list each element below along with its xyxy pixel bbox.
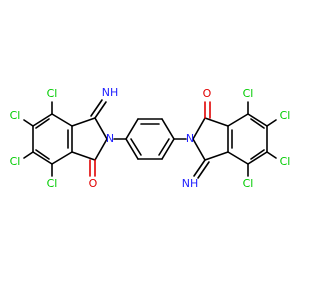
bond: [130, 138, 142, 156]
bond: [192, 117, 206, 140]
bond: [197, 161, 210, 179]
left-cl-bottom: Cl: [47, 177, 58, 190]
left-benzene-ring: [32, 113, 73, 165]
left-cl-top: Cl: [47, 87, 58, 100]
bond: [94, 101, 107, 119]
bond: [23, 119, 34, 127]
bond: [51, 113, 73, 127]
bond: [94, 138, 108, 161]
right-chlorine-bonds: [247, 101, 277, 177]
right-imine-nh: NH: [182, 177, 199, 190]
bond: [94, 117, 108, 140]
bond: [227, 113, 249, 127]
right-imide-ring: [192, 101, 229, 179]
bond: [247, 151, 268, 165]
right-benzene-ring: [227, 113, 268, 165]
central-benzene-ring: [125, 118, 175, 160]
right-atom-labels: Cl Cl Cl Cl NH N O: [182, 87, 291, 190]
right-cl-upper-right: Cl: [280, 109, 291, 122]
left-carbonyl-o: O: [89, 177, 98, 190]
right-carbonyl-o: O: [203, 87, 212, 100]
bond: [161, 138, 175, 160]
bond: [23, 151, 34, 159]
bond: [204, 117, 229, 127]
bond: [71, 151, 96, 161]
bond: [35, 149, 50, 160]
bond: [266, 151, 277, 159]
bond: [158, 138, 170, 156]
left-cl-lower-left: Cl: [10, 155, 21, 168]
bond: [51, 151, 73, 165]
left-ring-n: N: [106, 132, 114, 145]
bond: [250, 118, 265, 129]
left-chlorine-bonds: [23, 101, 53, 177]
bond: [32, 113, 53, 127]
left-cl-upper-left: Cl: [10, 109, 21, 122]
bond: [266, 119, 277, 127]
bond: [125, 138, 139, 160]
left-atom-labels: Cl Cl Cl Cl NH N O: [10, 86, 119, 190]
right-cl-lower-right: Cl: [280, 155, 291, 168]
bond: [247, 113, 268, 127]
bond: [71, 117, 96, 127]
right-ring-n: N: [186, 132, 194, 145]
bond: [161, 118, 175, 140]
bond: [32, 151, 53, 165]
bond: [193, 159, 206, 177]
left-imide-ring: [71, 99, 108, 177]
bond: [35, 118, 50, 129]
bond: [90, 99, 103, 117]
structure-diagram: Cl Cl Cl Cl NH N O Cl Cl Cl Cl NH N O: [9, 86, 291, 190]
bond: [192, 138, 206, 161]
bond: [125, 118, 139, 140]
bond: [227, 151, 249, 165]
bond: [204, 151, 229, 161]
bond: [250, 149, 265, 160]
left-imine-nh: NH: [102, 86, 119, 99]
right-cl-top: Cl: [243, 87, 254, 100]
right-cl-bottom: Cl: [243, 177, 254, 190]
